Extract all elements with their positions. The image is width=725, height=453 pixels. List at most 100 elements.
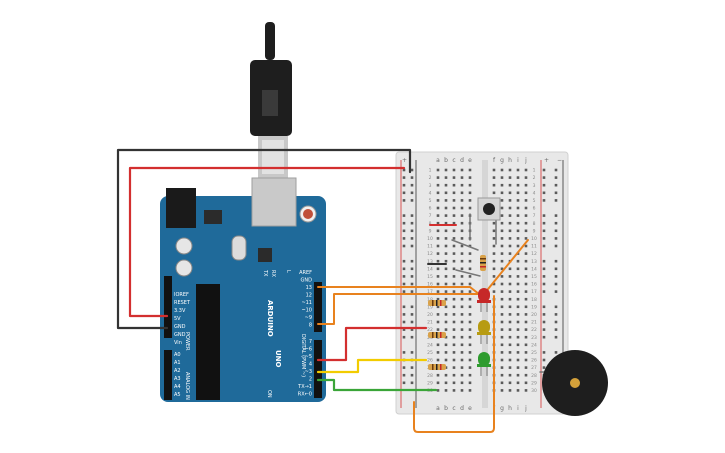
rail-hole xyxy=(410,168,414,172)
breadboard-hole xyxy=(460,389,464,392)
breadboard-hole xyxy=(444,244,448,248)
breadboard-hole xyxy=(460,381,464,385)
rail-hole xyxy=(542,199,546,202)
breadboard-hole xyxy=(508,328,512,331)
breadboard-hole xyxy=(516,206,520,210)
breadboard-hole xyxy=(508,343,512,347)
button-cap[interactable] xyxy=(483,203,495,215)
breadboard-hole xyxy=(516,229,520,233)
breadboard-hole xyxy=(524,335,528,339)
row-number: 6 xyxy=(533,206,536,212)
push-button[interactable] xyxy=(477,197,501,221)
breadboard-hole xyxy=(524,252,528,255)
column-letter: d xyxy=(460,157,464,164)
rail-hole xyxy=(542,229,546,233)
breadboard-hole xyxy=(460,366,464,369)
row-number: 6 xyxy=(429,206,432,212)
breadboard-hole xyxy=(468,282,472,286)
rail-hole xyxy=(402,320,406,324)
breadboard-hole xyxy=(500,320,504,324)
row-number: 15 xyxy=(531,274,537,280)
arduino-uno-board: POWER ANALOG IN DIGITAL (PWM ~) IOREFRES… xyxy=(160,177,326,402)
breadboard-hole xyxy=(460,244,464,248)
breadboard-hole xyxy=(524,221,528,225)
breadboard-hole xyxy=(436,267,440,271)
column-letter: c xyxy=(452,157,455,164)
breadboard-hole xyxy=(452,381,456,385)
breadboard-hole xyxy=(436,381,440,385)
breadboard-hole xyxy=(500,275,504,278)
breadboard-hole xyxy=(492,229,496,233)
yellow-pin3-wire xyxy=(316,358,428,374)
breadboard-hole xyxy=(500,297,504,301)
breadboard-hole xyxy=(468,373,472,377)
breadboard-hole xyxy=(508,252,512,255)
breadboard-hole xyxy=(436,297,440,301)
breadboard-hole xyxy=(468,168,472,172)
pin-label: 2 xyxy=(309,377,312,383)
rail-hole xyxy=(402,176,406,179)
pin-label: A3 xyxy=(174,376,181,382)
breadboard-hole xyxy=(516,343,520,347)
breadboard-hole xyxy=(516,381,520,385)
breadboard-hole xyxy=(492,290,496,293)
orange-pin9-wire xyxy=(317,239,529,325)
breadboard-hole xyxy=(444,381,448,385)
breadboard-hole xyxy=(516,328,520,331)
rail-hole xyxy=(542,183,546,187)
breadboard-hole xyxy=(444,358,448,362)
breadboard-hole xyxy=(452,168,456,172)
rail-hole xyxy=(554,221,558,225)
breadboard-hole xyxy=(468,381,472,385)
breadboard-hole xyxy=(452,267,456,271)
breadboard-hole xyxy=(444,214,448,217)
breadboard-hole xyxy=(516,335,520,339)
row-number: 3 xyxy=(429,183,432,189)
row-number: 7 xyxy=(429,213,432,219)
breadboard-hole xyxy=(444,335,448,339)
breadboard-hole xyxy=(452,305,456,309)
arduino-brand-label: ARDUINO xyxy=(266,300,274,337)
row-number: 2 xyxy=(533,175,536,181)
row-number: 22 xyxy=(531,327,537,333)
breadboard-hole xyxy=(492,259,496,263)
rail-hole xyxy=(542,221,546,225)
rail-hole xyxy=(402,221,406,225)
column-letter: a xyxy=(436,157,440,164)
breadboard-hole xyxy=(436,168,440,172)
breadboard-hole xyxy=(492,267,496,271)
breadboard-hole xyxy=(524,214,528,217)
rail-hole xyxy=(554,259,558,263)
rail-hole xyxy=(542,275,546,278)
breadboard-hole xyxy=(524,297,528,301)
breadboard-hole xyxy=(524,275,528,278)
row-number: 18 xyxy=(531,297,537,303)
breadboard-hole xyxy=(460,183,464,187)
rail-hole xyxy=(402,366,406,369)
pin-label: ~6 xyxy=(305,347,312,353)
rail-plus-right: + xyxy=(544,157,549,164)
breadboard-hole xyxy=(460,267,464,271)
breadboard-hole xyxy=(468,335,472,339)
breadboard-hole xyxy=(524,351,528,354)
breadboard-hole xyxy=(524,229,528,233)
breadboard-hole xyxy=(468,328,472,331)
row-number: 11 xyxy=(427,244,433,250)
breadboard-hole xyxy=(524,305,528,309)
row-number: 4 xyxy=(533,190,536,196)
analog-header-title: ANALOG IN xyxy=(184,372,190,400)
rail-hole xyxy=(542,358,546,362)
pin-label: A0 xyxy=(174,352,181,358)
breadboard-hole xyxy=(516,199,520,202)
breadboard-hole xyxy=(508,176,512,179)
breadboard-hole xyxy=(508,244,512,248)
tx-label: TX xyxy=(262,269,268,277)
pin-label: A1 xyxy=(174,360,181,366)
row-number: 29 xyxy=(427,380,433,386)
breadboard-hole xyxy=(524,206,528,210)
breadboard-hole xyxy=(492,252,496,255)
